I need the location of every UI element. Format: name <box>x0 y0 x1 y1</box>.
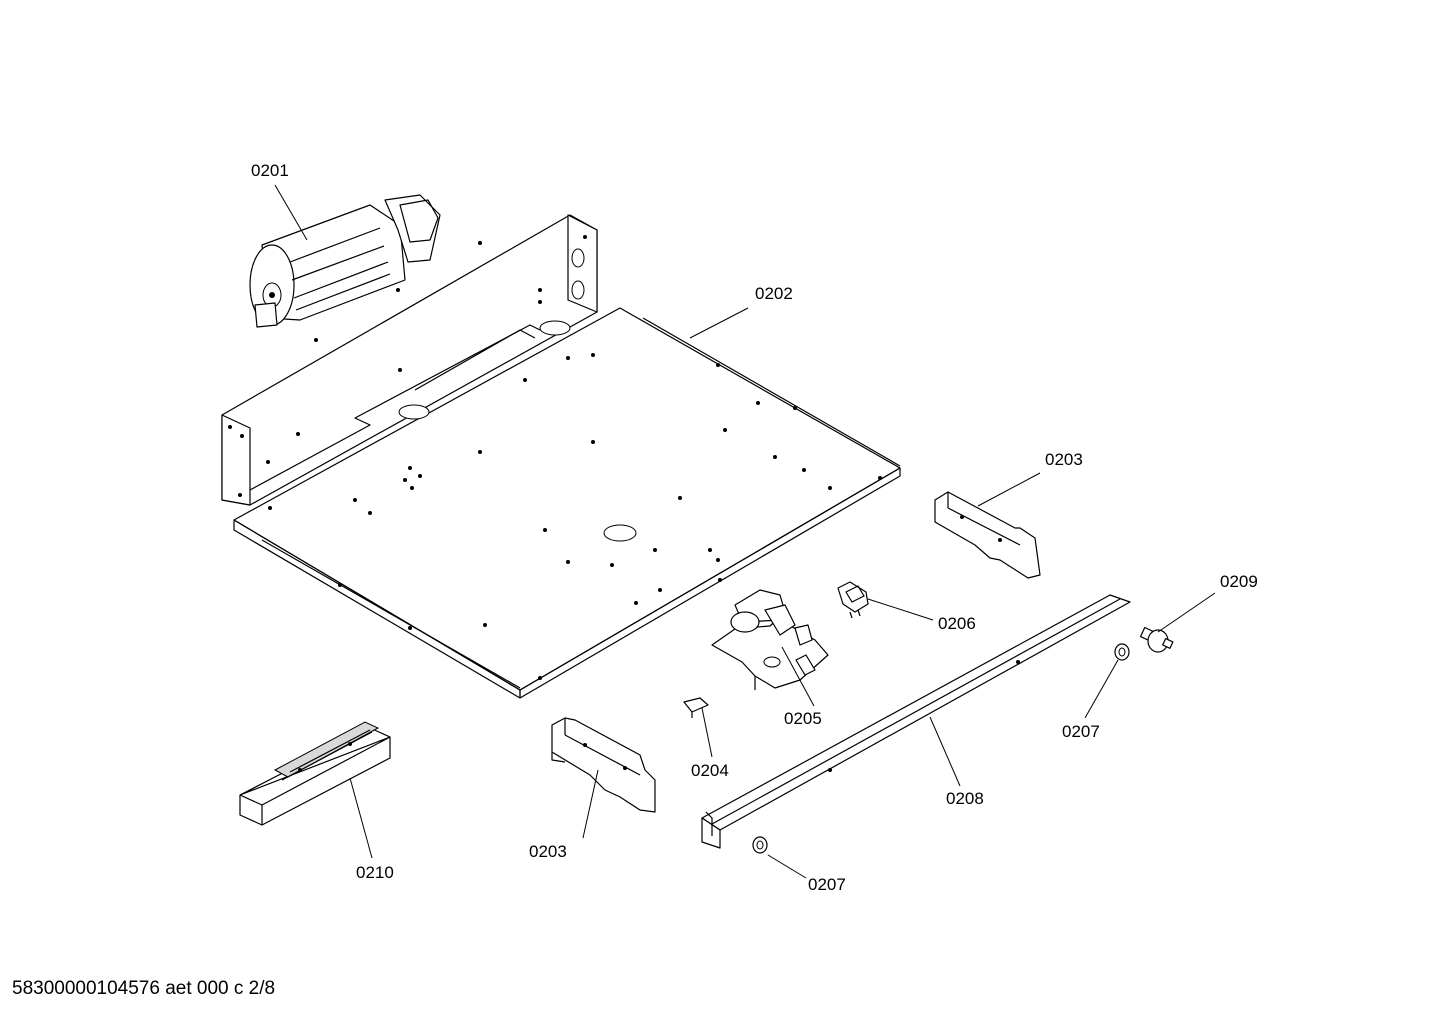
callout-labels: 0201 0202 0203 0203 0204 0205 0206 0207 … <box>251 161 1258 894</box>
document-id-footer: 58300000104576 aet 000 c 2/8 <box>12 978 276 999</box>
callout-0208: 0208 <box>946 789 984 808</box>
part-0210-block-assembly <box>239 721 391 826</box>
part-0201-fan-motor <box>249 194 441 328</box>
part-0208-rail <box>701 594 1131 849</box>
callout-0204: 0204 <box>691 761 729 780</box>
callout-0205: 0205 <box>784 709 822 728</box>
part-0204-clip <box>683 697 709 718</box>
part-0207-nut-upper <box>1114 643 1130 661</box>
callout-0210: 0210 <box>356 863 394 882</box>
callout-0207-upper: 0207 <box>1062 722 1100 741</box>
callout-0209: 0209 <box>1220 572 1258 591</box>
callout-0201: 0201 <box>251 161 289 180</box>
part-0206-switch <box>837 581 869 619</box>
part-0207-nut-lower <box>752 836 768 854</box>
part-0203-bracket-right <box>934 491 1041 579</box>
part-0209-cylinder-part <box>1139 626 1174 653</box>
callout-0206: 0206 <box>938 614 976 633</box>
callout-0202: 0202 <box>755 284 793 303</box>
callout-0203-left: 0203 <box>529 842 567 861</box>
callout-0207-lower: 0207 <box>808 875 846 894</box>
part-0203-bracket-left <box>551 717 656 813</box>
part-0205-switch-assembly <box>711 589 829 690</box>
callout-0203-right: 0203 <box>1045 450 1083 469</box>
leader-lines <box>274 184 1216 879</box>
part-0202-base-plate <box>221 214 901 699</box>
